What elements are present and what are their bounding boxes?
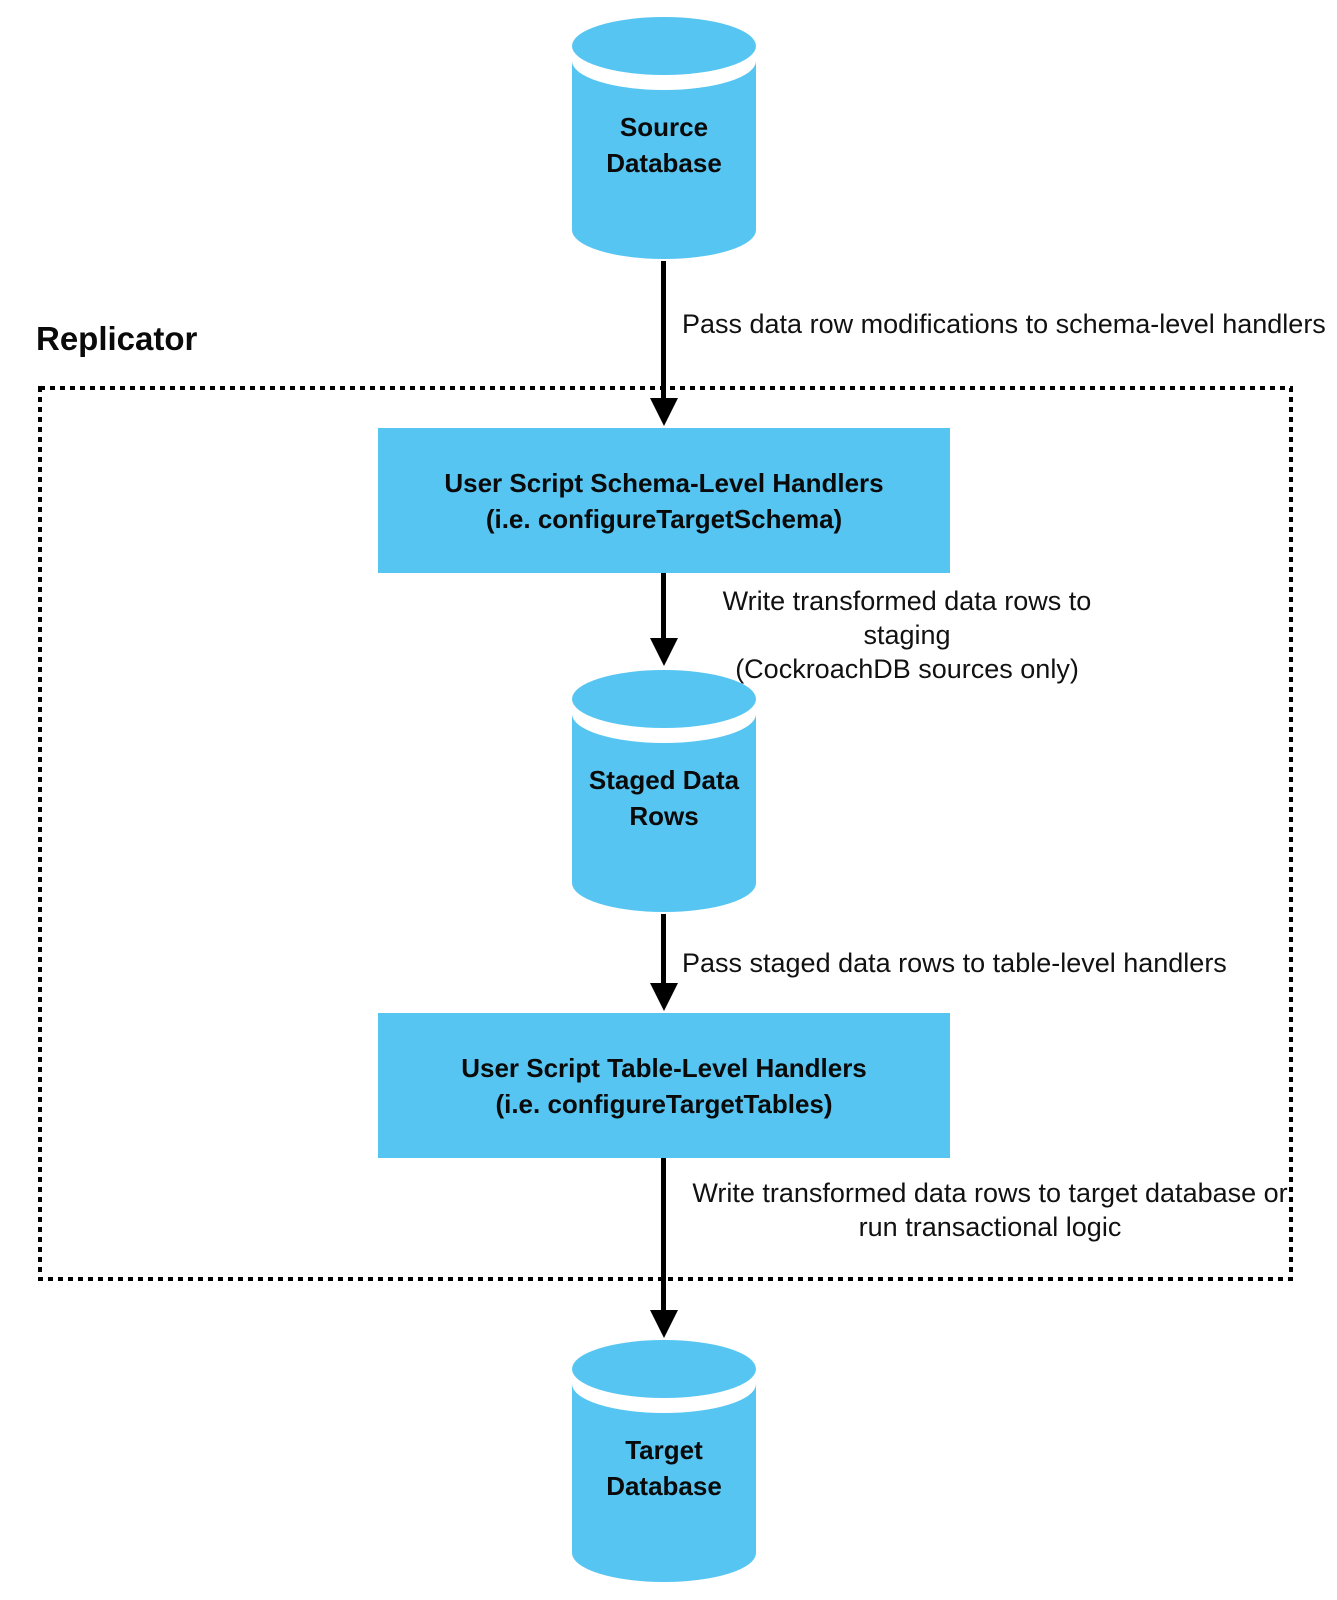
target-database-label: Target Database [566,1338,762,1584]
source-database-node: Source Database [566,15,762,261]
arrow-source-to-schema-head-icon [650,398,678,426]
staged-data-rows-label: Staged Data Rows [566,668,762,914]
arrow-table-to-target-line [661,1158,666,1312]
edge-label-schema-to-staged: Write transformed data rows to staging (… [682,584,1132,686]
label-line: Database [606,1471,722,1501]
arrow-source-to-schema-line [661,261,666,400]
label-line: Write transformed data rows to target da… [692,1178,1288,1208]
replicator-label: Replicator [36,320,198,357]
label-line: User Script Schema-Level Handlers [444,467,884,498]
arrow-staged-to-table-line [661,914,666,985]
staged-data-rows-node: Staged Data Rows [566,668,762,914]
edge-label-table-to-target: Write transformed data rows to target da… [684,1176,1296,1244]
label-line: Write transformed data rows to staging [722,586,1092,650]
label-line: (i.e. configureTargetSchema) [485,503,843,534]
source-database-label: Source Database [566,15,762,261]
target-database-node: Target Database [566,1338,762,1584]
schema-level-handlers-box: User Script Schema-Level Handlers (i.e. … [378,428,950,573]
label-line: User Script Table-Level Handlers [461,1052,867,1083]
label-line: (i.e. configureTargetTables) [495,1088,833,1119]
label-line: Database [606,148,722,178]
arrow-table-to-target-head-icon [650,1310,678,1338]
label-line: Target [625,1435,703,1465]
arrow-schema-to-staged-line [661,573,666,640]
edge-label-source-to-schema: Pass data row modifications to schema-le… [682,309,1326,339]
table-level-handlers-box: User Script Table-Level Handlers (i.e. c… [378,1013,950,1158]
label-line: Staged Data [588,765,740,795]
label-line: Source [619,112,709,142]
edge-label-staged-to-table: Pass staged data rows to table-level han… [682,948,1227,978]
label-line: run transactional logic [858,1212,1122,1242]
arrow-staged-to-table-head-icon [650,983,678,1011]
label-line: (CockroachDB sources only) [735,654,1079,684]
label-line: Rows [629,801,699,831]
arrow-schema-to-staged-head-icon [650,638,678,666]
